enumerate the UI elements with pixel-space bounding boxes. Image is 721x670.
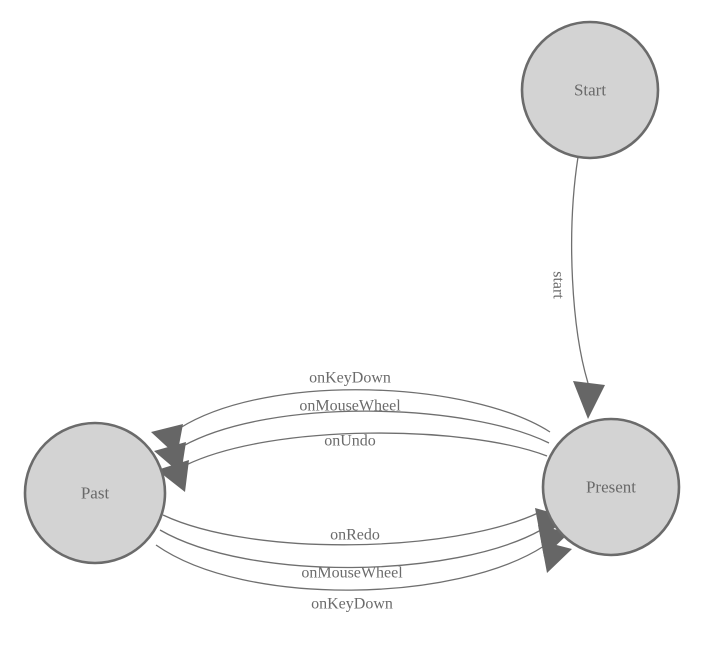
edge-start-to-present-label: start — [550, 271, 567, 299]
edge-present-to-past-onundo[interactable]: onUndo — [157, 432, 548, 493]
edge-present-to-past-onmousewheel-path — [182, 410, 550, 447]
node-present[interactable]: Present — [541, 417, 681, 557]
node-start-label: Start — [574, 81, 606, 100]
node-present-label: Present — [586, 478, 636, 497]
edge-past-to-present-onmousewheel-path — [159, 529, 542, 569]
node-start[interactable]: Start — [520, 20, 660, 160]
edge-past-to-present-onkeydown[interactable]: onKeyDown — [155, 541, 572, 613]
edge-present-to-past-onundo-label: onUndo — [324, 433, 376, 450]
edge-past-to-present-onredo[interactable]: onRedo — [162, 508, 567, 546]
edge-past-to-present-onkeydown-label: onKeyDown — [311, 596, 393, 613]
edge-present-to-past-onkeydown-label: onKeyDown — [309, 370, 391, 387]
edge-past-to-present-onredo-path — [162, 512, 539, 546]
node-present-circle — [541, 417, 681, 557]
edge-past-to-present-onmousewheel-label: onMouseWheel — [301, 565, 403, 582]
edge-present-to-past-onmousewheel-label: onMouseWheel — [299, 398, 401, 415]
edge-present-to-past-onkeydown-path — [179, 389, 551, 433]
edge-start-to-present-arrowhead — [573, 381, 605, 419]
node-start-circle — [520, 20, 660, 160]
edge-present-to-past-onundo-path — [185, 432, 548, 466]
node-past-label: Past — [81, 484, 110, 503]
edge-start-to-present[interactable]: start — [550, 156, 606, 419]
edge-past-to-present-onredo-label: onRedo — [330, 527, 380, 544]
edge-present-to-past-onundo-arrowhead — [157, 460, 189, 492]
edge-start-to-present-path — [571, 156, 589, 384]
node-past[interactable]: Past — [23, 421, 167, 565]
edge-past-to-present-onkeydown-path — [155, 544, 545, 591]
edge-past-to-present-onkeydown-arrowhead — [541, 541, 572, 573]
node-past-circle — [23, 421, 167, 565]
